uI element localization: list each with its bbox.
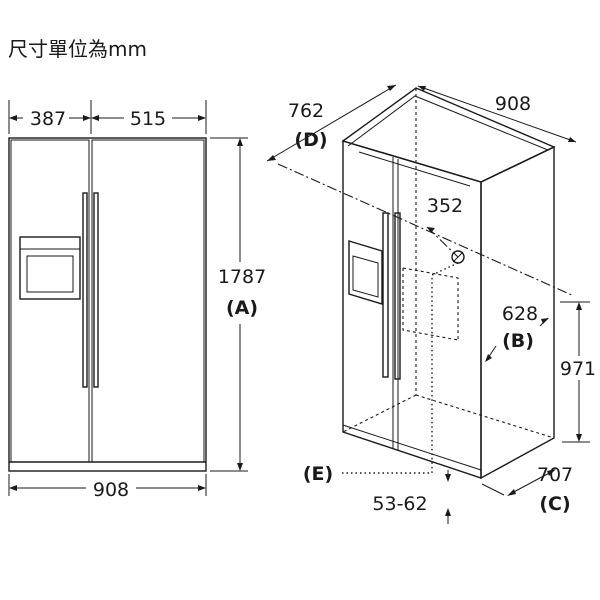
persp-dispenser xyxy=(348,240,383,305)
arrow-bottom xyxy=(237,463,243,471)
units-title: 尺寸單位為mm xyxy=(8,37,147,61)
ext-707 xyxy=(481,483,505,496)
hidden-bottom-right xyxy=(415,394,555,439)
water-height-dimension: 971 xyxy=(556,301,600,443)
right-door xyxy=(91,139,205,463)
top-front-edge xyxy=(358,151,471,187)
dim-ref-A: (A) xyxy=(226,297,258,319)
label-bg-971 xyxy=(556,356,600,380)
persp-handle-right xyxy=(394,212,401,380)
water-pipe-path xyxy=(431,262,459,473)
arrow-707-a xyxy=(507,489,516,496)
arrow-762-b xyxy=(387,85,396,91)
persp-handle-left xyxy=(382,212,389,378)
water-offset-dimension: 352 xyxy=(420,193,472,233)
top-bevel xyxy=(347,95,549,151)
water-level-line xyxy=(277,163,575,297)
label-bg-515 xyxy=(124,106,172,128)
arrow-707-b xyxy=(547,469,556,476)
left-handle xyxy=(82,192,88,388)
arrow-foot-b xyxy=(445,508,451,516)
water-box-bottom xyxy=(402,268,459,341)
water-offset-line xyxy=(426,226,459,258)
dim-ref-D: (D) xyxy=(294,129,327,151)
dim-ref-C: (C) xyxy=(539,493,570,515)
arrow-908-b xyxy=(568,137,576,142)
dim-ref-E: (E) xyxy=(303,463,333,485)
front-height-dimension: 1787 (A) xyxy=(210,137,270,472)
water-box-top xyxy=(402,267,459,340)
arrow-left xyxy=(9,115,17,121)
dim-label-515: 515 xyxy=(130,108,166,130)
arrow-mid-r xyxy=(91,115,99,121)
fridge-front-outline xyxy=(8,137,207,472)
dim-label-352: 352 xyxy=(427,195,463,217)
dispenser-recess xyxy=(26,255,74,293)
arrow-br xyxy=(198,485,206,491)
label-bg-1787 xyxy=(214,262,270,324)
left-door xyxy=(10,139,90,463)
perspective-view xyxy=(277,87,575,480)
persp-dispenser-recess xyxy=(352,255,379,298)
arrow-971-bottom xyxy=(576,434,582,442)
dim-label-908-top: 908 xyxy=(495,93,531,115)
label-bg-387 xyxy=(23,106,69,128)
front-total-width-dimension: 908 xyxy=(8,474,207,501)
dim-line-908-top xyxy=(417,85,577,143)
front-view xyxy=(8,137,207,472)
side-depth-dimension: 707 (C) xyxy=(481,464,573,515)
dim-label-1787: 1787 xyxy=(218,266,266,288)
arrow-foot-a xyxy=(445,474,451,482)
arrow-971-top xyxy=(576,302,582,310)
arrow-352 xyxy=(427,227,435,233)
arrow-top xyxy=(237,138,243,146)
label-bg-908 xyxy=(86,477,136,499)
right-handle xyxy=(93,192,99,388)
dim-label-971: 971 xyxy=(560,358,596,380)
dim-label-53-62: 53-62 xyxy=(372,493,427,515)
front-face xyxy=(342,140,482,479)
water-dispenser xyxy=(19,236,81,300)
top-width-dimension: 908 xyxy=(417,85,577,143)
arrow-762-a xyxy=(267,155,276,161)
arrow-mid-l xyxy=(83,115,91,121)
dim-label-762: 762 xyxy=(288,100,324,122)
depth-dimension: 762 (D) xyxy=(266,84,397,162)
arrow-bl xyxy=(9,485,17,491)
foot-dimension: 53-62 xyxy=(372,470,451,524)
arrow-628-b xyxy=(541,318,549,324)
dim-line-762 xyxy=(266,84,397,162)
label-bg-352 xyxy=(420,193,472,215)
persp-plinth xyxy=(342,424,482,471)
arrow-628-a xyxy=(485,354,492,362)
dim-label-628: 628 xyxy=(502,303,538,325)
arrow-right xyxy=(198,115,206,121)
water-depth-dimension: 628 (B) xyxy=(485,300,550,362)
dim-ref-B: (B) xyxy=(502,330,534,352)
water-inlet-reference: (E) xyxy=(303,463,333,485)
dim-line-707 xyxy=(509,470,554,495)
dim-label-908-front: 908 xyxy=(93,479,129,501)
arrow-908-a xyxy=(418,86,426,91)
dim-label-387: 387 xyxy=(30,108,66,130)
hidden-bottom-left xyxy=(342,394,417,433)
front-width-split-dimension: 387 515 xyxy=(8,100,207,134)
dim-label-707: 707 xyxy=(537,464,573,486)
